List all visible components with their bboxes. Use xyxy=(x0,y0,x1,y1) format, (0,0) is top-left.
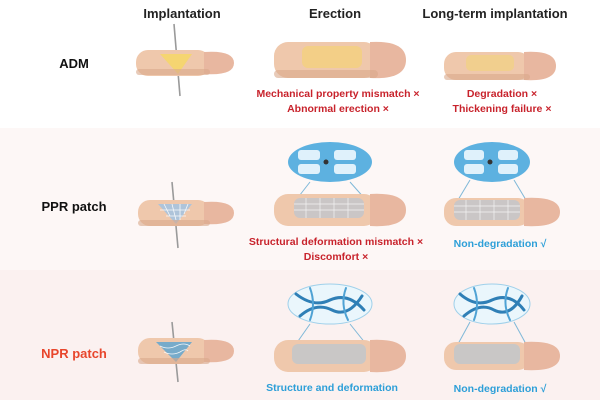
adm-long-term-note-2: Thickening failure × xyxy=(452,103,552,115)
npr-erection-note-1: Structure and deformation xyxy=(266,382,398,394)
npr-erection-illustration xyxy=(274,283,406,373)
adm-erection-note-2: Abnormal erection × xyxy=(287,103,389,115)
row-label-npr: NPR patch xyxy=(41,346,107,361)
ppr-implantation-illustration xyxy=(138,181,234,249)
adm-long-term-note-1: Degradation × xyxy=(466,88,538,100)
header-erection: Erection xyxy=(308,6,362,21)
header-implantation: Implantation xyxy=(143,6,221,21)
npr-long-term-note-1: Non-degradation √ xyxy=(453,383,547,395)
ppr-long-term-illustration xyxy=(444,142,560,227)
adm-erection-note-1: Mechanical property mismatch × xyxy=(256,88,420,100)
ppr-erection-illustration xyxy=(274,142,406,227)
ppr-long-term-note-1: Non-degradation √ xyxy=(453,238,547,250)
ppr-erection-note-1: Structural deformation mismatch × xyxy=(248,236,424,248)
npr-implantation-illustration xyxy=(138,321,234,383)
npr-long-term-illustration xyxy=(444,283,560,371)
adm-implantation-illustration xyxy=(136,23,234,97)
row-label-ppr: PPR patch xyxy=(41,199,107,214)
adm-erection-illustration xyxy=(274,41,406,79)
adm-long-term-illustration xyxy=(444,51,556,81)
row-label-adm: ADM xyxy=(59,56,89,71)
ppr-erection-note-2: Discomfort × xyxy=(303,251,369,263)
header-long-term-implantation: Long-term implantation xyxy=(422,6,568,21)
